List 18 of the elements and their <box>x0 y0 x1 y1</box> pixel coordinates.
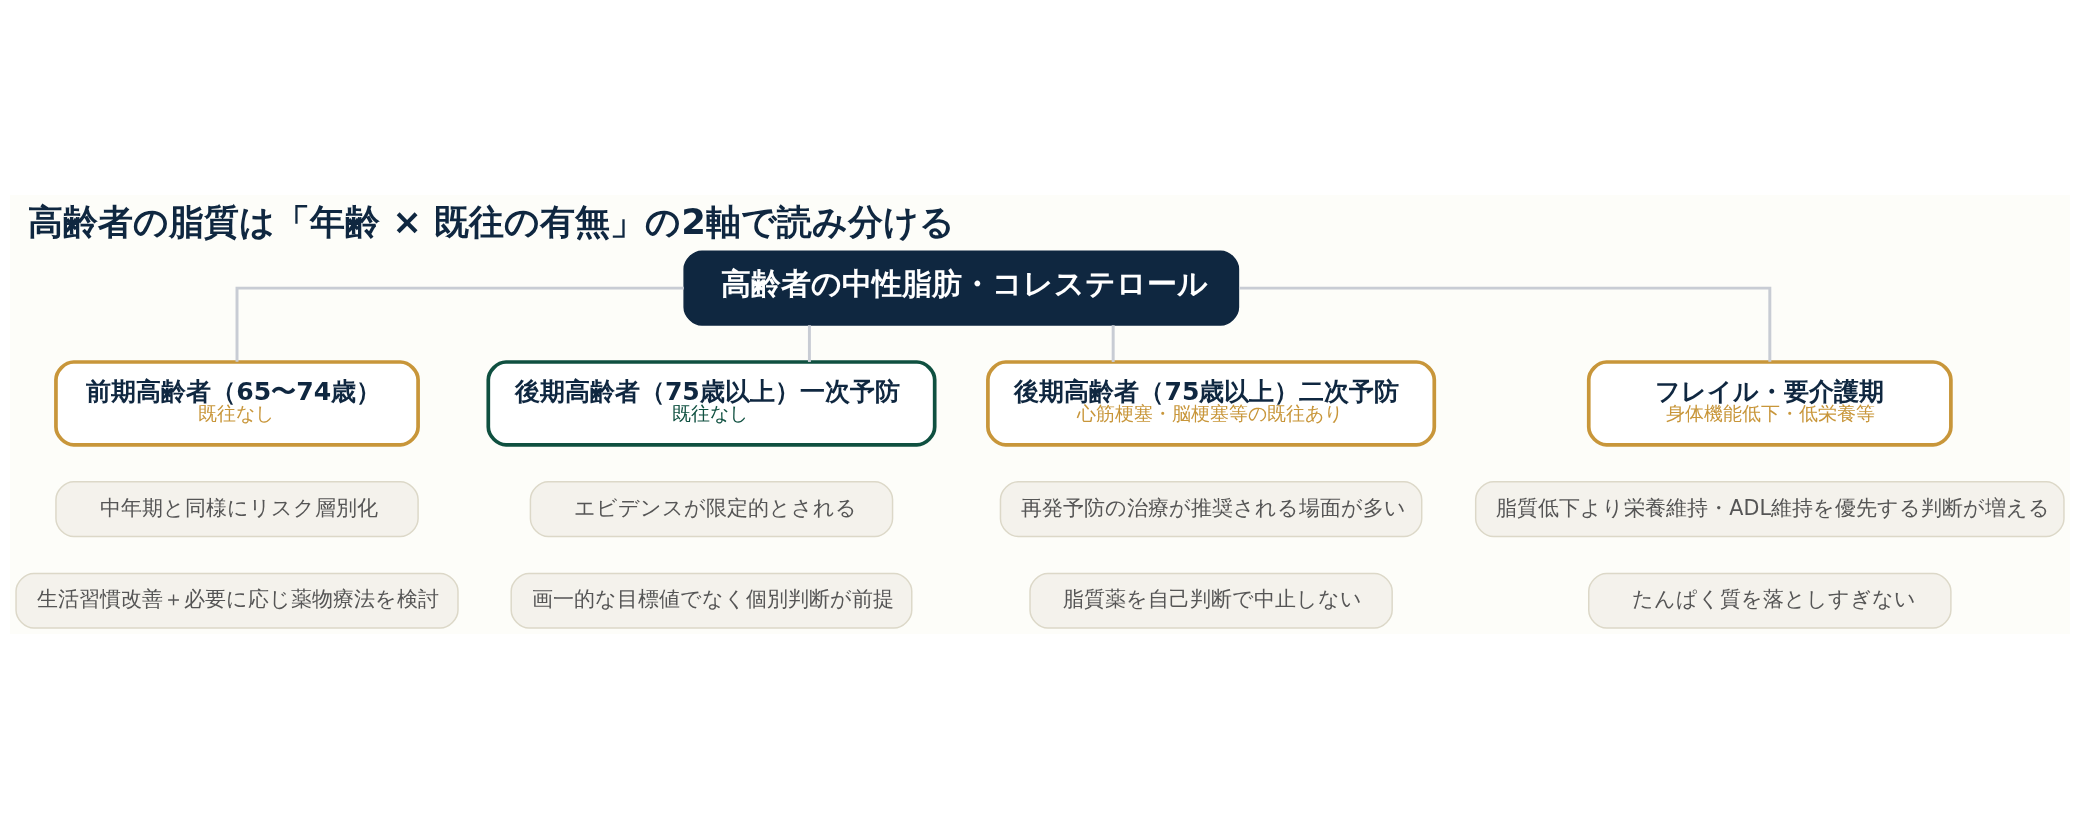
node-box: フレイル・要介護期 身体機能低下・低栄養等 <box>1586 359 1953 447</box>
node-box: 画一的な目標値でなく個別判断が前提 <box>510 572 913 629</box>
node-box: たんぱく質を落としすぎない <box>1588 572 1952 629</box>
node-box: 高齢者の中性脂肪・コレステロール <box>683 249 1240 326</box>
node-box: 中年期と同様にリスク層別化 <box>55 480 419 537</box>
node-box: 後期高齢者（75歳以上）二次予防 心筋梗塞・脳梗塞等の既往あり <box>986 359 1437 447</box>
node-box: 脂質薬を自己判断で中止しない <box>1029 572 1393 629</box>
node-box: 生活習慣改善＋必要に応じ薬物療法を検討 <box>15 572 459 629</box>
diagram-title: 高齢者の脂質は「年齢 × 既往の有無」の2軸で読み分ける <box>27 200 955 242</box>
node-box: 前期高齢者（65〜74歳） 既往なし <box>54 359 420 447</box>
node-box: 再発予防の治療が推奨される場面が多い <box>999 480 1423 537</box>
node-box: エビデンスが限定的とされる <box>529 480 894 537</box>
connector <box>235 286 684 362</box>
connector <box>1111 324 1115 362</box>
connector <box>807 324 811 362</box>
node-box: 後期高齢者（75歳以上）一次予防 既往なし <box>486 359 937 447</box>
connector <box>1238 286 1772 362</box>
node-box: 脂質低下より栄養維持・ADL維持を優先する判断が増える <box>1474 480 2065 537</box>
